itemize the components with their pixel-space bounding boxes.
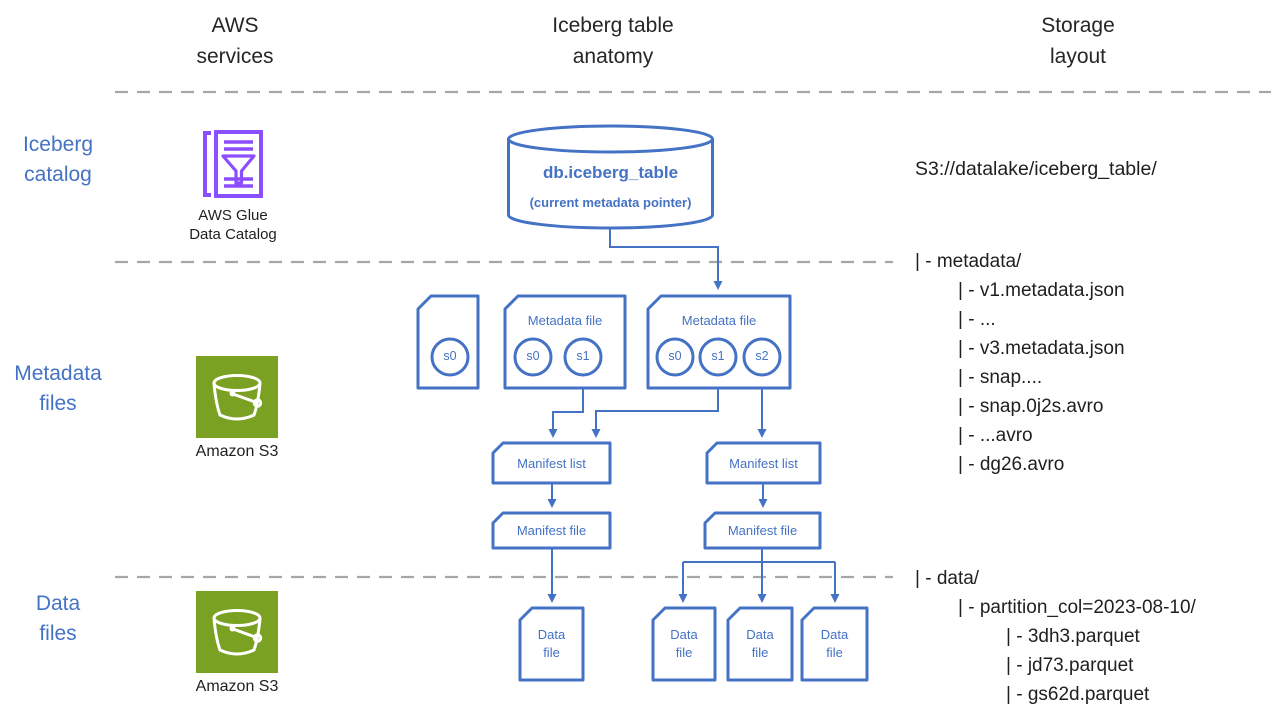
snapshot-label-f3-s1: s1 (711, 349, 725, 363)
s3-bucket-icon-data (196, 591, 278, 673)
tree-line: | - v1.metadata.json (958, 280, 1125, 301)
tree-line: | - ...avro (958, 425, 1033, 446)
data-file-1-shape (518, 606, 585, 682)
snapshot-circle-f3-s2 (742, 337, 782, 377)
catalog-table-name: db.iceberg_table (542, 163, 679, 182)
tree-line: | - snap.... (958, 367, 1043, 388)
row-label-metadata-files: Metadata files (14, 362, 102, 415)
data-file-4-shape (800, 606, 869, 682)
data-file-4-label: Data file (820, 627, 849, 660)
column-header-anatomy: Iceberg table anatomy (552, 14, 674, 68)
tree-line: | - gs62d.parquet (1006, 684, 1150, 705)
snapshot-circle-f3-s1 (698, 337, 738, 377)
data-file-3-label: Data file (746, 627, 774, 660)
column-header-aws-services: AWS services (196, 14, 274, 68)
catalog-pointer-note: (current metadata pointer) (529, 195, 692, 210)
catalog-table-cylinder (507, 124, 714, 230)
snapshot-label-f3-s2: s2 (755, 349, 769, 363)
tree-line: | - ... (958, 309, 996, 330)
arrow-f2s1-to-manifestlist-left (548, 388, 584, 438)
row-divider-lines (115, 90, 1271, 579)
tree-line: | - jd73.parquet (1006, 655, 1134, 676)
data-file-2-shape (651, 606, 717, 682)
storage-metadata-tree: | - metadata/ | - v1.metadata.json | - .… (915, 247, 1125, 479)
manifest-file-right-label: Manifest file (727, 523, 798, 538)
snapshot-circle-f1-s0 (430, 337, 470, 377)
tree-line: | - metadata/ (915, 251, 1022, 272)
data-file-3-shape (726, 606, 794, 682)
tree-line: | - v3.metadata.json (958, 338, 1125, 359)
snapshot-label-f3-s0: s0 (668, 349, 682, 363)
snapshot-label-f2-s0: s0 (526, 349, 540, 363)
glue-icon-caption: AWS Glue Data Catalog (189, 207, 277, 243)
column-header-storage: Storage layout (1041, 14, 1115, 68)
tree-line: | - dg26.avro (958, 454, 1065, 475)
glue-data-catalog-icon (203, 130, 263, 198)
metadata-file-3-label: Metadata file (681, 313, 757, 328)
row-label-iceberg-catalog: Iceberg catalog (22, 133, 94, 186)
storage-data-tree: | - data/ | - partition_col=2023-08-10/ … (915, 564, 1196, 709)
s3-bucket-icon-metadata (196, 356, 278, 438)
manifest-list-left-label: Manifest list (517, 456, 586, 471)
s3-caption-metadata: Amazon S3 (195, 443, 279, 460)
s3-caption-data: Amazon S3 (195, 678, 279, 695)
tree-line: | - partition_col=2023-08-10/ (958, 597, 1196, 618)
arrow-f3s1-to-manifestlist-left (591, 388, 719, 438)
tree-line: | - snap.0j2s.avro (958, 396, 1104, 417)
snapshot-circle-f2-s0 (513, 337, 553, 377)
manifest-file-left-label: Manifest file (516, 523, 587, 538)
snapshot-label-f2-s1: s1 (576, 349, 590, 363)
tree-line: | - 3dh3.parquet (1006, 626, 1140, 647)
tree-line: | - data/ (915, 568, 980, 589)
snapshot-label-f1-s0: s0 (443, 349, 457, 363)
data-file-1-label: Data file (537, 627, 566, 660)
metadata-file-2-label: Metadata file (527, 313, 603, 328)
data-file-2-label: Data file (670, 627, 698, 660)
row-label-data-files: Data files (35, 592, 81, 645)
branch-manifestfile-right (683, 548, 835, 563)
snapshot-circle-f3-s0 (655, 337, 695, 377)
snapshot-circle-f2-s1 (563, 337, 603, 377)
pointer-arrow-catalog-to-metadata (609, 229, 723, 290)
manifest-list-right-label: Manifest list (729, 456, 798, 471)
storage-root-path: S3://datalake/iceberg_table/ (915, 158, 1157, 180)
